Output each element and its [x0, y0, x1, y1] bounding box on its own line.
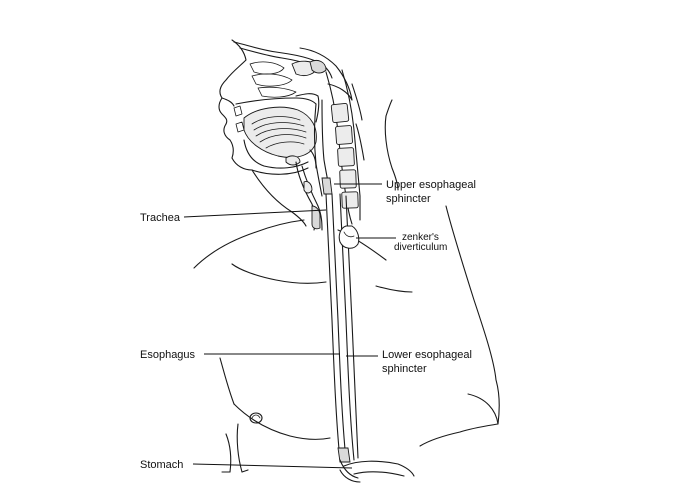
- label-zenkers-diverticulum-line1: zenker's: [402, 232, 439, 243]
- label-upper-esophageal-sphincter-line2: sphincter: [386, 193, 431, 205]
- cervical-spine: [325, 69, 365, 225]
- label-zenkers-diverticulum-line2: diverticulum: [394, 242, 447, 253]
- label-stomach: Stomach: [140, 459, 183, 471]
- leader-stomach: [192, 463, 353, 469]
- labels: Upper esophageal sphincter Trachea zenke…: [140, 179, 476, 471]
- oral-cavity: [218, 97, 317, 175]
- label-upper-esophageal-sphincter-line1: Upper esophageal: [386, 179, 476, 191]
- label-trachea: Trachea: [140, 212, 181, 224]
- label-esophagus: Esophagus: [140, 349, 196, 361]
- leader-trachea: [183, 209, 327, 218]
- pharynx-larynx: [295, 99, 333, 231]
- label-lower-esophageal-sphincter-line2: sphincter: [382, 363, 427, 375]
- leader-lines: [183, 183, 396, 469]
- label-lower-esophageal-sphincter-line1: Lower esophageal: [382, 349, 472, 361]
- head-outline: [219, 39, 353, 123]
- zenkers-diverticulum-pouch: [338, 225, 360, 249]
